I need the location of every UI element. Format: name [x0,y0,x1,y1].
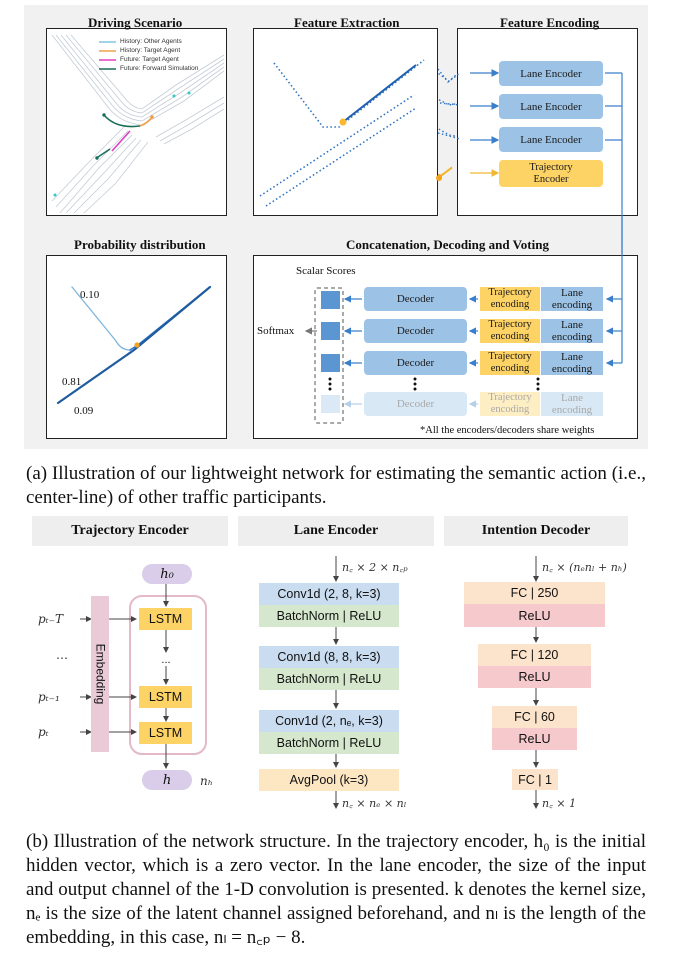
legend-item: Future: Forward Simulation [120,65,199,72]
trajectory-encoding-cell: Trajectory encoding [480,319,540,343]
decoder-block: Decoder [364,287,467,311]
batchnorm-relu-3: BatchNorm | ReLU [259,732,399,754]
trajectory-encoding-cell: Trajectory encoding [480,351,540,375]
probability-label: 0.09 [74,405,94,417]
title-feature-encoding: Feature Encoding [500,15,600,30]
avgpool-layer: AvgPool (k=3) [259,769,399,791]
header-trajectory-encoder: Trajectory Encoder [32,516,228,546]
header-lane-encoder: Lane Encoder [238,516,434,546]
figure-panel-b: Trajectory Encoder Lane Encoder Intentio… [24,516,648,822]
fc-60-layer: FC | 60 [492,706,577,728]
lane-output-dims: n꜀ × nₑ × nₗ [342,797,407,810]
feature-encoding-box [457,28,638,216]
trajectory-encoder-block: Trajectory Encoder [499,160,603,187]
lane-encoding-cell: Lane encoding [541,319,603,343]
nh-label: nₕ [200,774,213,788]
embedding-label: Embedding [93,643,107,705]
title-concatenation: Concatenation, Decoding and Voting [346,237,549,252]
h-output-node: h [142,770,192,790]
title-probability: Probability distribution [74,237,206,252]
lstm-cell: LSTM [139,722,192,744]
decoder-block-faded: Decoder [364,392,467,416]
scalar-scores-label: Scalar Scores [296,265,356,277]
fc-1-layer: FC | 1 [512,769,558,790]
trajectory-encoding-cell-faded: Trajectory encoding [480,392,540,416]
fc-120-layer: FC | 120 [478,644,591,666]
embedding-block: Embedding [91,596,109,752]
title-driving-scenario: Driving Scenario [88,15,183,30]
panel-b-graphics [80,556,539,809]
lane-encoding-cell-faded: Lane encoding [541,392,603,416]
input-ellipsis: … [56,648,68,662]
decoder-input-dims: n꜀ × (nₑnₗ + nₕ) [542,561,627,574]
legend-item: History: Target Agent [120,47,181,54]
caption-a: (a) Illustration of our lightweight netw… [26,463,646,508]
lstm-cell: LSTM [139,608,192,630]
figure-panel-a: Driving Scenario Feature Extraction Feat… [24,5,648,449]
header-intention-decoder: Intention Decoder [444,516,628,546]
conv1d-layer-3: Conv1d (2, nₑ, k=3) [259,710,399,732]
lane-input-dims: n꜀ × 2 × n꜀ₚ [342,561,408,574]
legend-item: History: Other Agents [120,38,182,45]
input-pt-T: pₜ₋T [38,612,63,626]
fc-250-layer: FC | 250 [464,582,605,604]
relu-2: ReLU [478,666,591,688]
batchnorm-relu-2: BatchNorm | ReLU [259,668,399,690]
decoder-block: Decoder [364,319,467,343]
h0-node: h₀ [142,564,192,584]
input-pt-1: pₜ₋₁ [38,690,60,704]
footnote: *All the encoders/decoders share weights [420,425,595,436]
input-pt: pₜ [38,725,49,739]
lstm-ellipsis: ... [161,654,171,666]
trajectory-encoding-cell: Trajectory encoding [480,287,540,311]
softmax-label: Softmax [257,325,295,337]
lane-encoder-block: Lane Encoder [499,94,603,119]
lane-encoder-block: Lane Encoder [499,61,603,86]
conv1d-layer-1: Conv1d (2, 8, k=3) [259,583,399,605]
lane-encoding-cell: Lane encoding [541,351,603,375]
probability-label: 0.81 [62,376,82,388]
probability-label: 0.10 [80,289,100,301]
legend-item: Future: Target Agent [120,56,179,63]
lstm-cell: LSTM [139,686,192,708]
relu-3: ReLU [492,728,577,750]
title-feature-extraction: Feature Extraction [294,15,400,30]
lane-encoding-cell: Lane encoding [541,287,603,311]
lane-encoder-block: Lane Encoder [499,127,603,152]
batchnorm-relu-1: BatchNorm | ReLU [259,605,399,627]
caption-b: (b) Illustration of the network structur… [26,831,646,948]
decoder-output-dims: n꜀ × 1 [542,797,577,810]
relu-1: ReLU [464,604,605,627]
decoder-block: Decoder [364,351,467,375]
feature-extraction-box [253,28,438,216]
conv1d-layer-2: Conv1d (8, 8, k=3) [259,646,399,668]
